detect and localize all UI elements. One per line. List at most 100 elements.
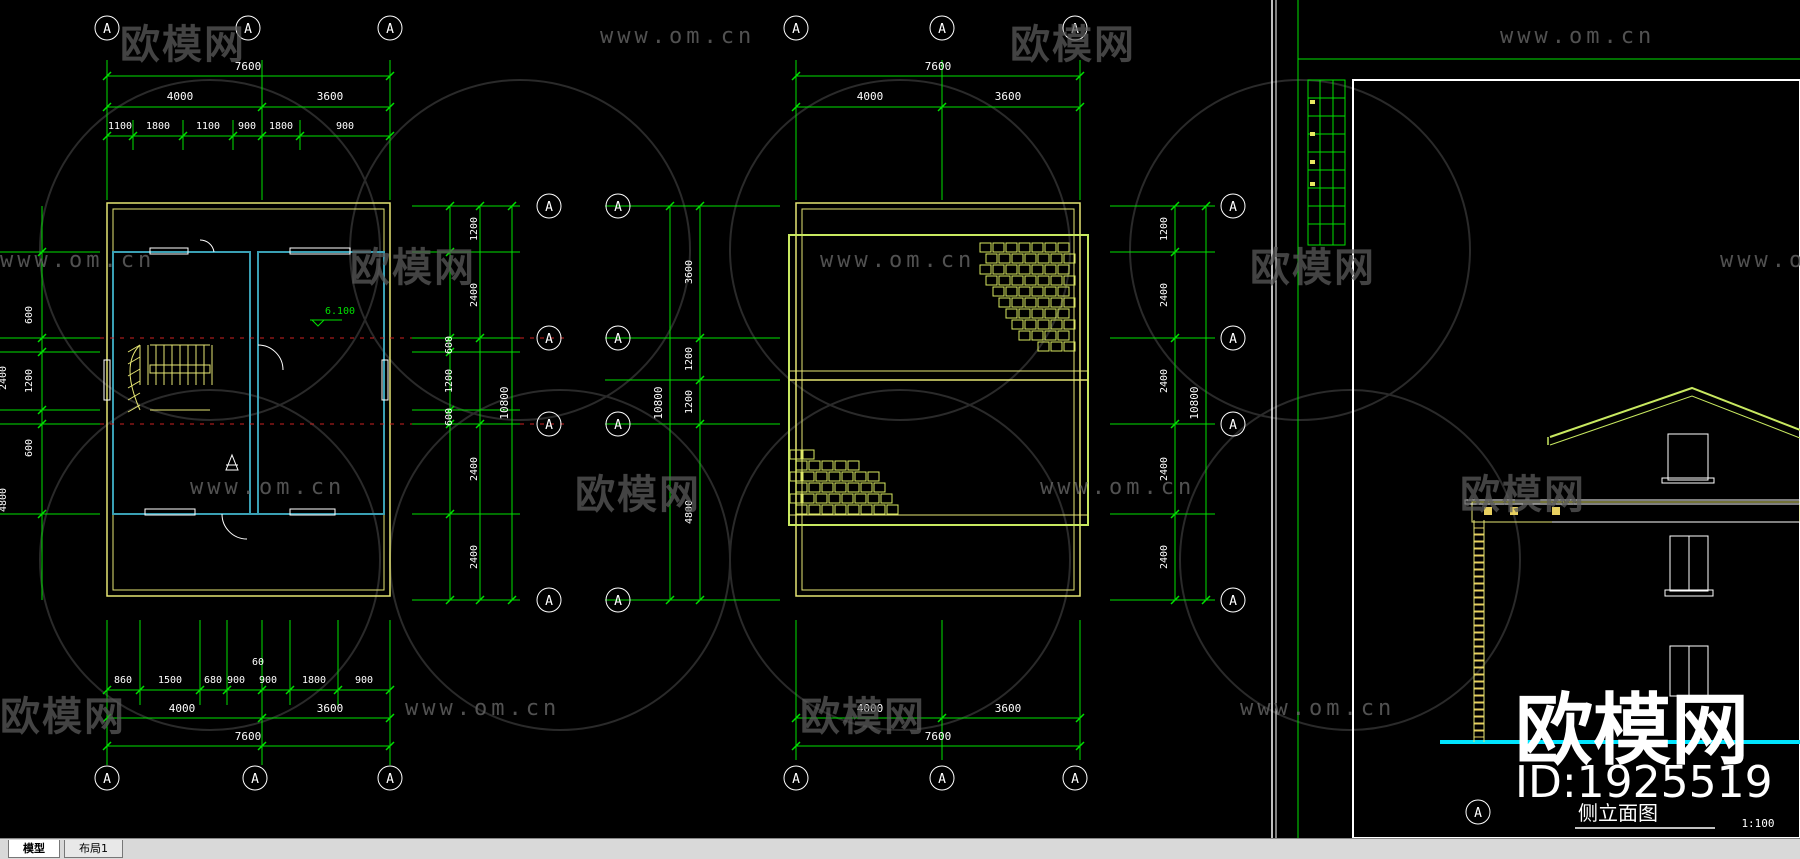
dim-label: 10800 <box>652 386 665 419</box>
dim-tick <box>102 71 112 81</box>
roof-tile <box>1024 275 1037 286</box>
roof-tile <box>854 471 867 482</box>
dim-label: 1100 <box>196 121 220 132</box>
title-block-mark <box>1310 132 1315 136</box>
roof-tile <box>886 504 899 515</box>
stair-curve <box>129 344 141 411</box>
dim-tick <box>1170 333 1180 343</box>
stair-rail <box>149 364 211 374</box>
window-sill <box>1661 477 1715 484</box>
cornice-detail <box>1484 507 1492 515</box>
dim-label: 7600 <box>925 730 952 743</box>
axis-bubble <box>1220 325 1246 351</box>
dim-label: 680 <box>204 675 222 686</box>
dim-label: 3600 <box>995 702 1022 715</box>
roof-tile <box>979 242 992 253</box>
brand-watermark: 欧模网 <box>1515 686 1750 776</box>
axis-bubble <box>242 765 268 791</box>
tab-model[interactable]: 模型 <box>8 840 60 858</box>
roof-tile <box>828 471 841 482</box>
dim-tick <box>445 347 455 357</box>
axis-bubble-label: A <box>614 332 622 347</box>
roof-tile <box>795 460 808 471</box>
dim-label: 860 <box>114 675 132 686</box>
roof-tile <box>1018 308 1031 319</box>
axis-bubble-label: A <box>1474 806 1482 821</box>
axis-bubble <box>536 325 562 351</box>
dim-tick <box>37 509 47 519</box>
brick <box>1473 639 1485 647</box>
brick <box>1473 716 1485 724</box>
dim-label: 2400 <box>1159 545 1170 569</box>
dim-label: 1800 <box>146 121 170 132</box>
roof-tile <box>1024 297 1037 308</box>
roof-tile <box>1057 308 1070 319</box>
watermark-url: www.om.cn <box>1720 248 1800 273</box>
roof-tile <box>802 449 815 460</box>
dim-label: 3600 <box>317 90 344 103</box>
dim-tick <box>1170 419 1180 429</box>
roof-tile <box>880 493 893 504</box>
axis-bubble-label: A <box>386 772 394 787</box>
roof-tile <box>1011 297 1024 308</box>
roof-tile <box>998 253 1011 264</box>
axis-bubble <box>929 15 955 41</box>
title-frame <box>1352 79 1800 838</box>
title-block <box>1307 79 1346 246</box>
brick <box>1473 632 1485 640</box>
level-triangle <box>311 319 325 327</box>
dim-label: 4000 <box>167 90 194 103</box>
roof-tile <box>1063 253 1076 264</box>
watermark-logo: 欧模网 <box>0 694 126 740</box>
brick <box>1473 709 1485 717</box>
watermark-logo: 欧模网 <box>1460 472 1586 518</box>
roof-tile <box>1044 308 1057 319</box>
axis-bubble <box>929 765 955 791</box>
roof-tile <box>998 275 1011 286</box>
dim-label: 4800 <box>0 488 9 512</box>
axis-bubble <box>235 15 261 41</box>
roof-tile <box>979 264 992 275</box>
watermark-url: www.om.cn <box>1240 696 1396 721</box>
roof-tile <box>992 242 1005 253</box>
roof-tile <box>1063 275 1076 286</box>
roof-tile <box>1018 286 1031 297</box>
watermark-url: www.om.cn <box>405 696 561 721</box>
brick <box>1473 597 1485 605</box>
roof-tile <box>985 275 998 286</box>
window <box>149 247 189 255</box>
roof-tile <box>873 482 886 493</box>
dim-label: 600 <box>24 439 35 457</box>
stair-tread <box>127 356 141 365</box>
axis-bubble-label: A <box>792 22 800 37</box>
roof-tile <box>1031 308 1044 319</box>
roof-tile <box>1050 297 1063 308</box>
roof-tile <box>1037 341 1050 352</box>
tab-layout1[interactable]: 布局1 <box>64 840 123 858</box>
roof-tile <box>1063 319 1076 330</box>
roof-tile <box>1024 253 1037 264</box>
roof-tile <box>847 460 860 471</box>
dim-tick <box>695 201 705 211</box>
dim-label: 3600 <box>317 702 344 715</box>
brick <box>1473 569 1485 577</box>
dim-tick <box>445 419 455 429</box>
dim-tick <box>665 201 675 211</box>
roof-tile <box>873 504 886 515</box>
watermark-logo: 欧模网 <box>120 22 246 68</box>
brick <box>1473 534 1485 542</box>
dim-label: 900 <box>336 121 354 132</box>
dim-label: 2400 <box>1159 283 1170 307</box>
door-swing <box>221 513 248 540</box>
brick <box>1473 583 1485 591</box>
dim-tick <box>937 713 947 723</box>
dim-label: 1200 <box>684 347 695 371</box>
dim-label: 1500 <box>158 675 182 686</box>
axis-bubble <box>605 193 631 219</box>
dim-tick <box>695 595 705 605</box>
dim-tick <box>1201 595 1211 605</box>
door-swing <box>199 239 215 253</box>
window-sill <box>1664 589 1714 597</box>
